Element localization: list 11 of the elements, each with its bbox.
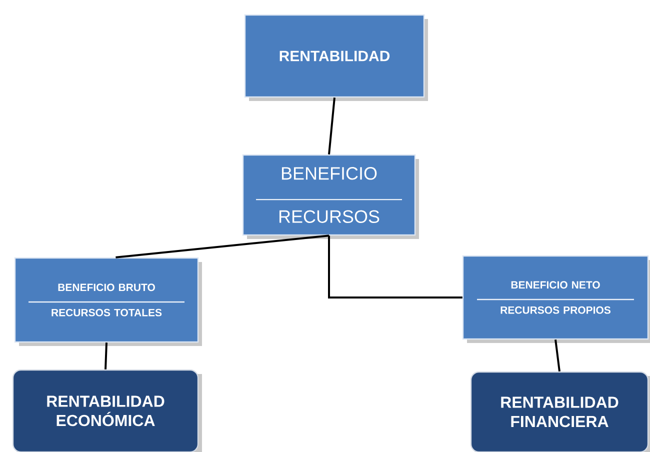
result-box: RENTABILIDAD ECONÓMICA (12, 369, 202, 452)
connector-line (554, 339, 560, 372)
connector-line (328, 236, 462, 298)
title-box: RENTABILIDAD (244, 14, 428, 101)
connector-line (104, 342, 108, 370)
connector-line (116, 234, 330, 258)
fraction-box: BENEFICIO BRUTO RECURSOS TOTALES (14, 257, 202, 346)
fraction-box: BENEFICIO RECURSOS (242, 154, 419, 239)
result-box: RENTABILIDAD FINANCIERA (470, 371, 650, 452)
connector-line (328, 98, 336, 154)
fraction-box: BENEFICIO NETO RECURSOS PROPIOS (462, 255, 650, 343)
